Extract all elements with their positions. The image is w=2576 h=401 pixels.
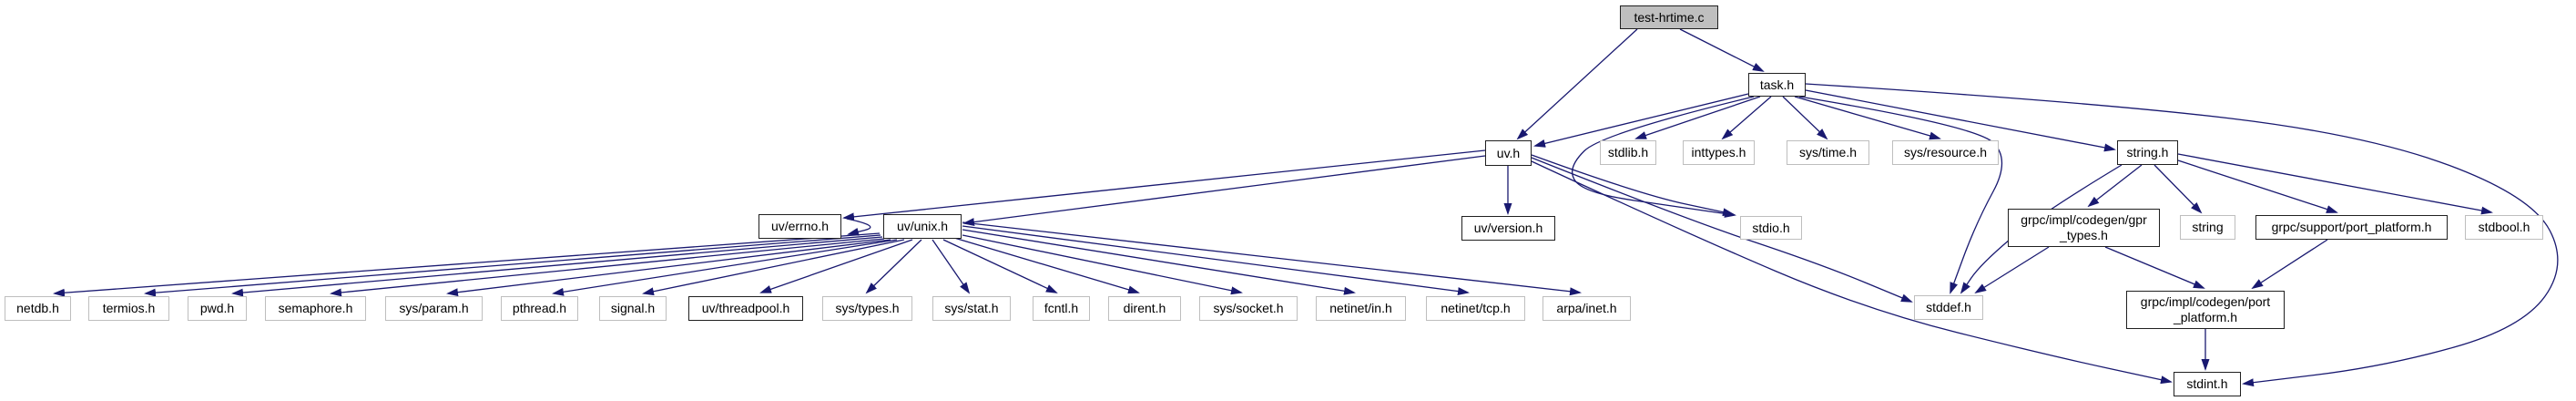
edge-uv_unix-to-dirent: [953, 237, 1140, 294]
node-test_hrtime: test-hrtime.c: [1620, 5, 1718, 29]
edge-uv_unix-to-sys_param: [446, 239, 891, 297]
edge-uv_unix-to-sys_types: [865, 239, 922, 294]
node-stdbool: stdbool.h: [2465, 215, 2543, 240]
edge-uv_unix-to-pthread: [552, 239, 898, 296]
edge-grpc_support_port_platform-to-grpc_impl_port_platform: [2251, 239, 2328, 290]
node-uv_threadpool[interactable]: uv/threadpool.h: [688, 296, 803, 321]
edge-uv-to-stdio: [1531, 154, 1735, 217]
edge-string_h-to-grpc_support_port_platform: [2177, 159, 2338, 213]
edge-task-to-string_h: [1805, 89, 2116, 152]
node-string_cpp: string: [2180, 215, 2235, 240]
node-stdint[interactable]: stdint.h: [2174, 372, 2241, 396]
edge-uv_unix-to-uv_errno: [846, 218, 871, 236]
edge-string_h-to-gpr_types: [2087, 164, 2143, 208]
edge-uv_unix-to-arpa_inet: [962, 221, 1582, 296]
node-fcntl: fcntl.h: [1033, 296, 1090, 321]
node-uv_version[interactable]: uv/version.h: [1461, 216, 1555, 241]
edge-task-to-stdint: [1805, 83, 2559, 387]
node-sys_param: sys/param.h: [385, 296, 483, 321]
node-uv_errno[interactable]: uv/errno.h: [759, 214, 841, 239]
node-stdlib: stdlib.h: [1600, 140, 1656, 165]
edge-uv_unix-to-sys_stat: [932, 239, 971, 294]
edge-test_hrtime-to-uv: [1516, 28, 1638, 140]
node-semaphore: semaphore.h: [265, 296, 366, 321]
node-sys_stat: sys/stat.h: [932, 296, 1011, 321]
node-pthread: pthread.h: [501, 296, 578, 321]
edge-string_h-to-stdbool: [2177, 153, 2493, 215]
edge-uv_unix-to-semaphore: [330, 238, 885, 297]
edge-gpr_types-to-stddef: [1974, 246, 2050, 294]
edge-uv-to-uv_unix: [962, 155, 1486, 227]
edge-task-to-stdio: [1572, 96, 1755, 218]
edge-uv-to-stdint: [1531, 160, 2173, 385]
edge-uv_unix-to-netinet_in: [962, 229, 1356, 295]
node-arpa_inet: arpa/inet.h: [1543, 296, 1631, 321]
node-netdb: netdb.h: [5, 296, 71, 321]
node-string_h[interactable]: string.h: [2117, 140, 2178, 165]
node-sys_types: sys/types.h: [822, 296, 912, 321]
node-task[interactable]: task.h: [1748, 73, 1806, 97]
edge-uv_unix-to-sys_socket: [962, 234, 1243, 295]
edge-uv_unix-to-netdb: [53, 232, 881, 297]
edge-task-to-inttypes: [1721, 96, 1772, 140]
node-dirent: dirent.h: [1108, 296, 1181, 321]
node-sys_socket: sys/socket.h: [1199, 296, 1298, 321]
edge-test_hrtime-to-task: [1679, 28, 1765, 72]
edge-uv-to-uv_errno: [842, 149, 1486, 221]
edge-task-to-uv: [1533, 93, 1749, 148]
node-stdio: stdio.h: [1740, 216, 1802, 240]
edge-uv_unix-to-pwd: [231, 236, 883, 297]
node-pwd: pwd.h: [188, 296, 247, 321]
node-uv_unix[interactable]: uv/unix.h: [883, 214, 962, 239]
edge-uv_unix-to-netinet_tcp: [962, 225, 1470, 296]
node-grpc_impl_port_platform[interactable]: grpc/impl/codegen/port _platform.h: [2126, 291, 2285, 329]
edge-task-to-stdlib: [1634, 96, 1761, 139]
node-stddef: stddef.h: [1914, 295, 1983, 320]
edge-task-to-sys_time: [1782, 96, 1828, 140]
node-uv[interactable]: uv.h: [1485, 140, 1532, 166]
edge-uv_unix-to-fcntl: [942, 239, 1058, 293]
edge-gpr_types-to-grpc_impl_port_platform: [2104, 246, 2205, 289]
node-netinet_tcp: netinet/tcp.h: [1426, 296, 1525, 321]
node-sys_time: sys/time.h: [1787, 140, 1869, 165]
node-termios: termios.h: [88, 296, 169, 321]
edge-string_h-to-string_cpp: [2153, 164, 2203, 214]
edge-uv_unix-to-termios: [144, 234, 881, 297]
node-inttypes: inttypes.h: [1683, 140, 1755, 165]
edge-uv-to-stddef: [1531, 157, 1913, 303]
edge-uv_unix-to-signal: [642, 239, 905, 296]
node-sys_resource: sys/resource.h: [1892, 140, 1999, 165]
node-grpc_support_port_platform[interactable]: grpc/support/port_platform.h: [2255, 215, 2448, 240]
edge-task-to-stddef: [1798, 96, 2003, 294]
edge-task-to-sys_resource: [1794, 96, 1941, 140]
node-netinet_in: netinet/in.h: [1316, 296, 1406, 321]
node-signal: signal.h: [599, 296, 667, 321]
edge-uv_unix-to-uv_threadpool: [759, 239, 913, 293]
node-gpr_types[interactable]: grpc/impl/codegen/gpr _types.h: [2008, 209, 2160, 247]
